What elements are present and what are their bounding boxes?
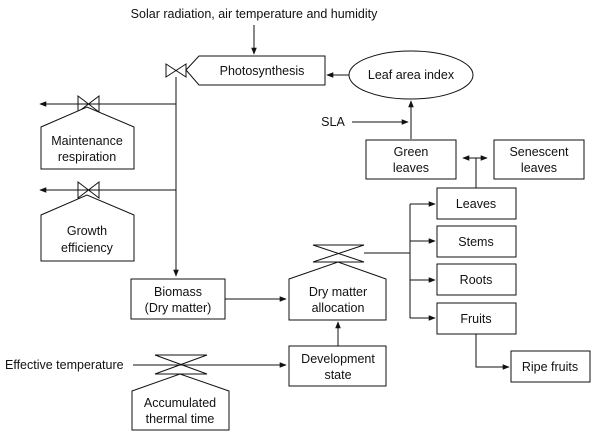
growth-efficiency-label-2: efficiency — [61, 241, 114, 255]
development-state-label-1: Development — [301, 352, 375, 366]
dry-matter-allocation-label-1: Dry matter — [309, 285, 367, 299]
growth-efficiency-valve — [77, 180, 100, 200]
accumulated-thermal-time-label-2: thermal time — [146, 412, 215, 426]
leaf-area-index-label: Leaf area index — [368, 68, 455, 82]
fruits-to-ripe-fruits-arrow — [475, 334, 510, 370]
photosynthesis-valve — [165, 63, 187, 78]
fruits-box — [436, 302, 517, 335]
senescent-leaves-label-1: Senescent — [509, 145, 569, 159]
climate-input-label: Solar radiation, air temperature and hum… — [131, 7, 378, 21]
senescent-leaves-box — [493, 139, 585, 180]
biomass-label-1: Biomass — [154, 285, 202, 299]
green-leaves-label-2: leaves — [393, 161, 429, 175]
photosynthesis-label: Photosynthesis — [220, 64, 305, 78]
dry-matter-allocation-label-2: allocation — [312, 301, 365, 315]
stems-label: Stems — [458, 235, 493, 249]
leaves-box — [436, 187, 517, 220]
fruits-label: Fruits — [460, 312, 491, 326]
maintenance-respiration-valve — [77, 94, 100, 114]
leaves-label: Leaves — [456, 197, 496, 211]
ripe-fruits-label: Ripe fruits — [522, 360, 578, 374]
allocation-valve — [312, 244, 365, 263]
stems-box — [436, 225, 517, 258]
green-leaves-label-1: Green — [394, 145, 429, 159]
thermal-time-valve — [154, 354, 208, 375]
biomass-label-2: (Dry matter) — [145, 301, 212, 315]
maintenance-respiration-label-1: Maintenance — [51, 134, 123, 148]
sla-label: SLA — [321, 115, 345, 129]
accumulated-thermal-time-box — [131, 373, 230, 431]
maintenance-respiration-box — [40, 106, 135, 170]
accumulated-thermal-time-label-1: Accumulated — [144, 396, 216, 410]
development-state-box — [288, 345, 387, 387]
growth-efficiency-box — [40, 194, 135, 262]
ripe-fruits-box — [510, 350, 591, 383]
green-leaves-box — [365, 139, 457, 180]
roots-box — [436, 263, 517, 296]
maintenance-respiration-label-2: respiration — [58, 150, 116, 164]
growth-efficiency-label-1: Growth — [67, 224, 107, 238]
senescent-leaves-label-2: leaves — [521, 161, 557, 175]
effective-temperature-label: Effective temperature — [5, 358, 124, 372]
dry-matter-allocation-box — [288, 261, 387, 321]
biomass-box — [130, 278, 226, 320]
photosynthesis-box — [185, 55, 326, 86]
development-state-label-2: state — [324, 368, 351, 382]
roots-label: Roots — [460, 273, 493, 287]
